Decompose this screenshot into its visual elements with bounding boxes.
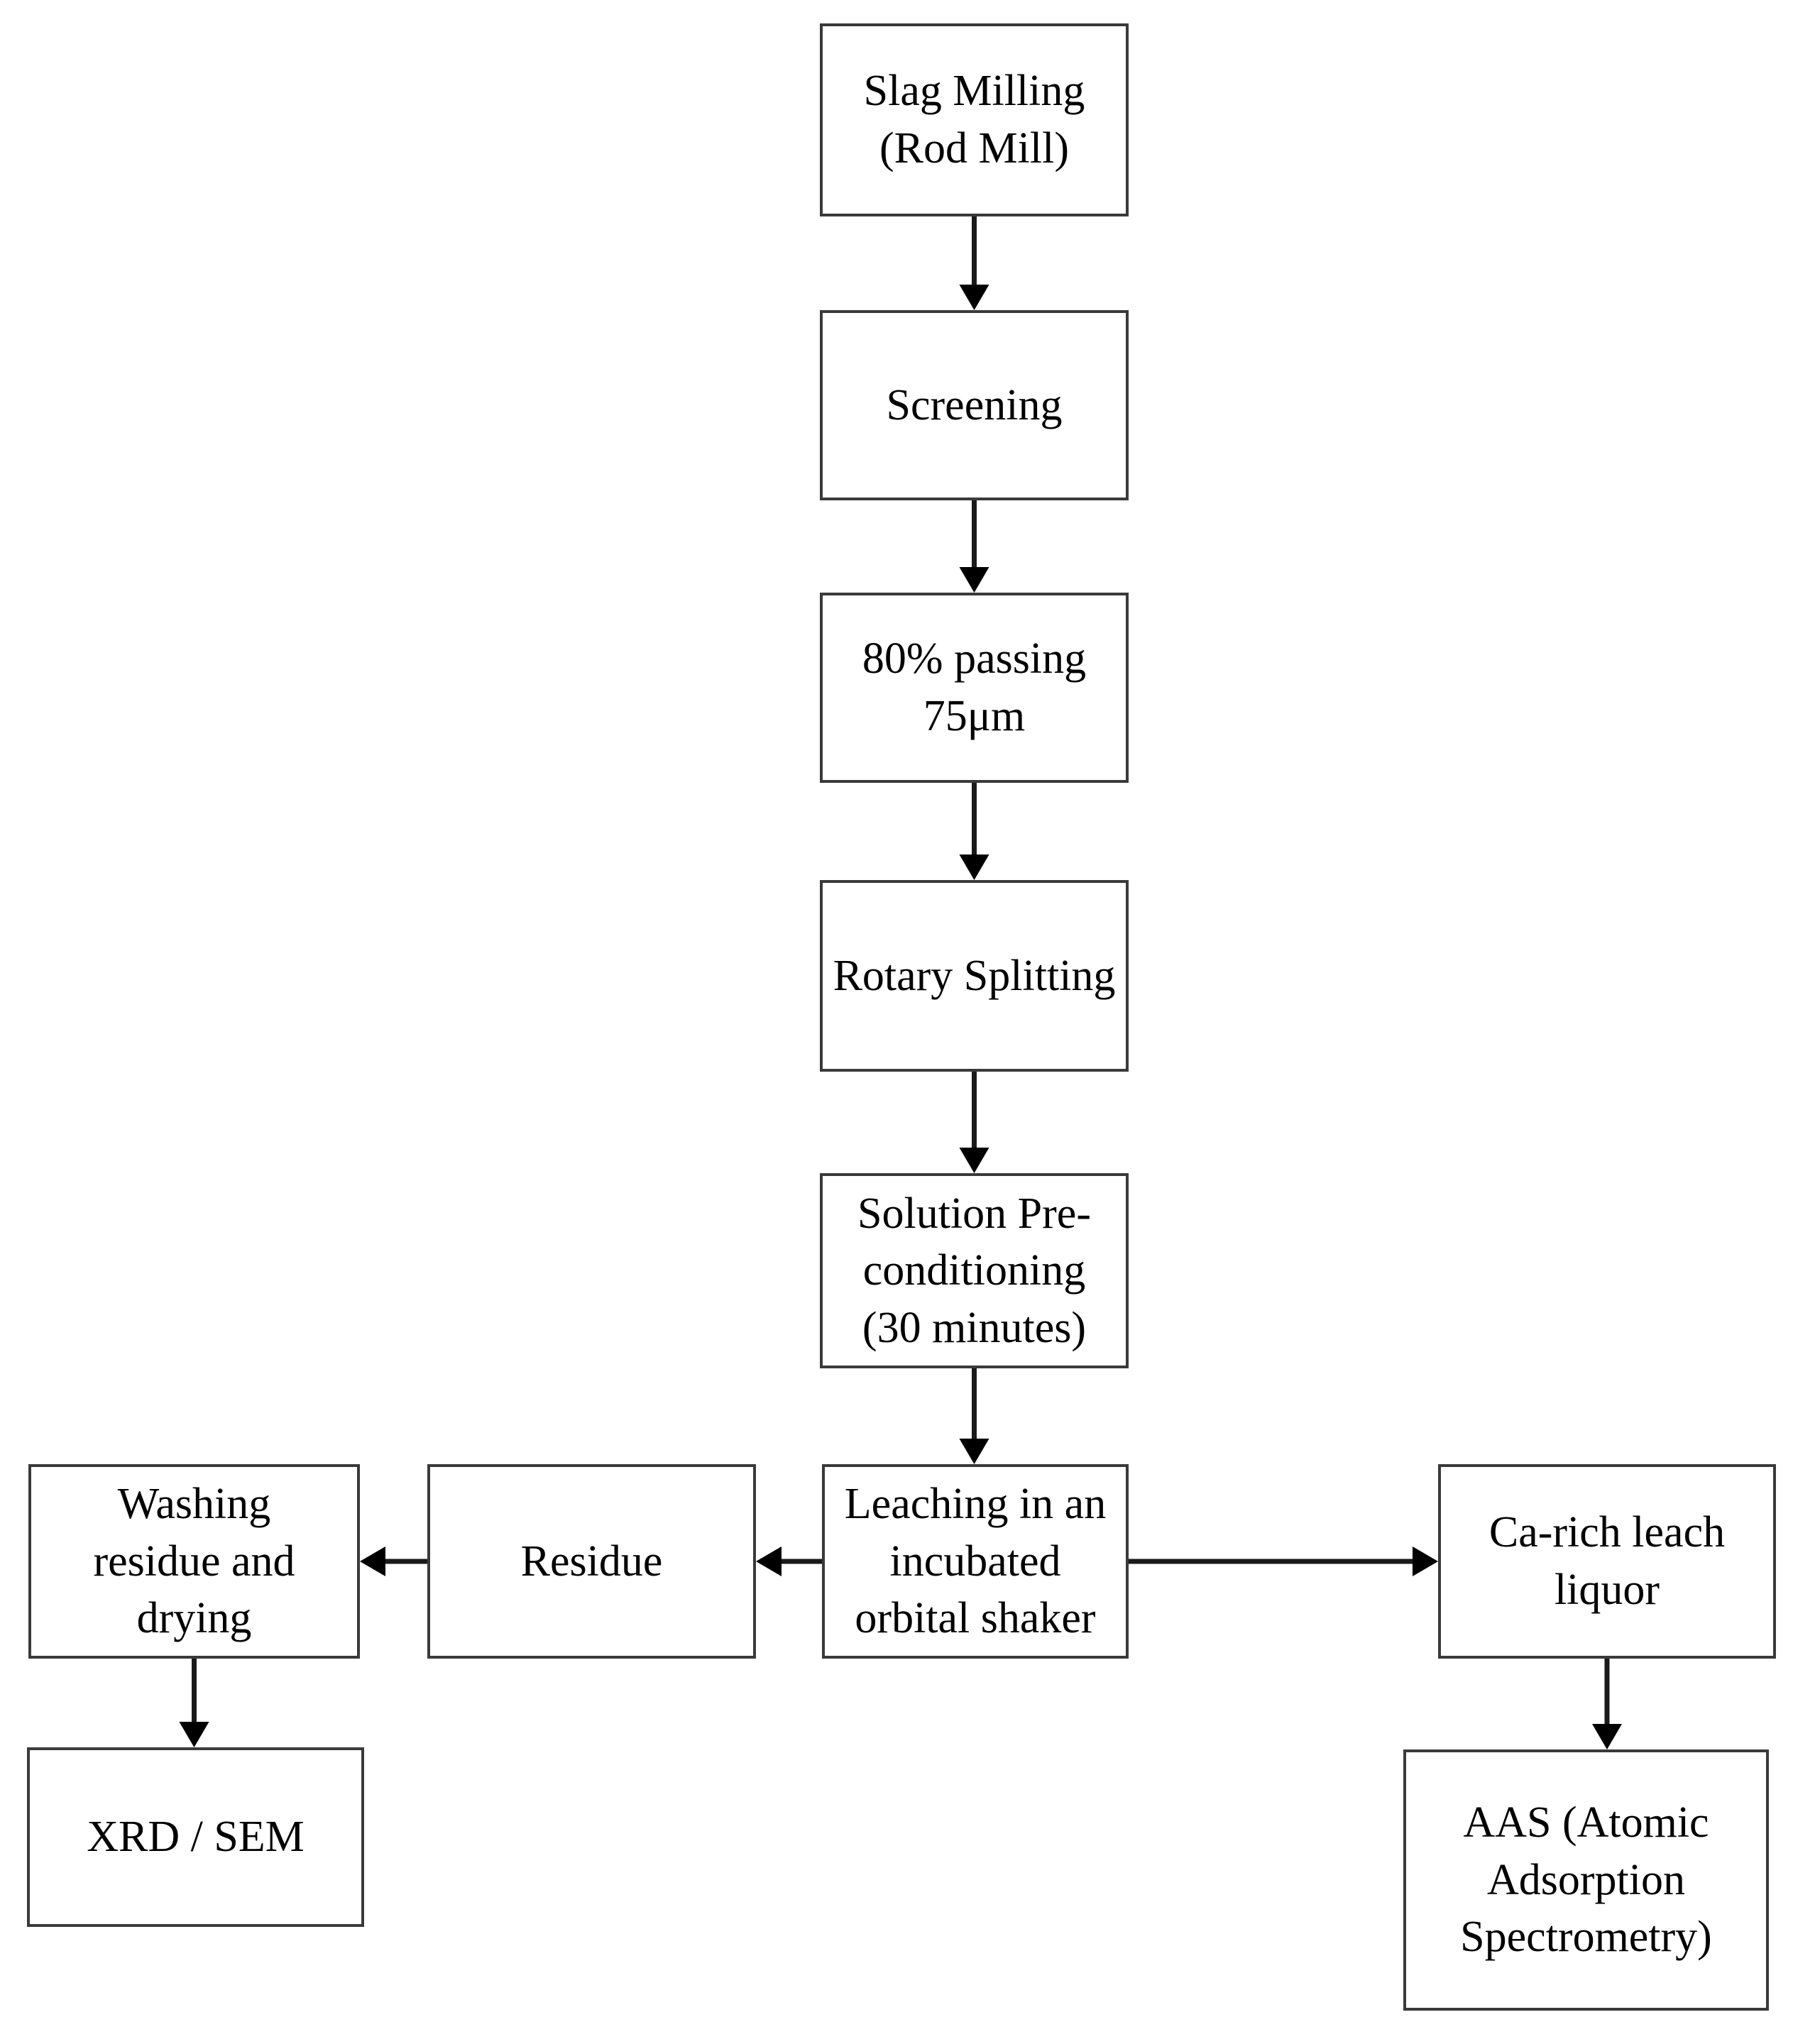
connector-residue-to-washing [360, 1546, 427, 1576]
connector-rotary-to-precond [959, 1072, 989, 1173]
connector-slag-to-screening [959, 216, 989, 310]
arrowhead-icon [1592, 1724, 1622, 1749]
arrowhead-icon [360, 1546, 385, 1576]
arrowhead-icon [959, 855, 989, 880]
node-aas[interactable]: AAS (Atomic Adsorption Spectrometry) [1403, 1749, 1769, 2011]
connector-washing-to-xrd [179, 1659, 209, 1747]
node-preconditioning[interactable]: Solution Pre- conditioning (30 minutes) [820, 1173, 1129, 1368]
connector-liquor-to-aas [1592, 1659, 1622, 1749]
node-washing[interactable]: Washing residue and drying [28, 1464, 360, 1659]
connector-precond-to-leaching [959, 1368, 989, 1464]
arrowhead-icon [179, 1722, 209, 1747]
arrowhead-icon [959, 567, 989, 593]
node-passing[interactable]: 80% passing 75μm [820, 593, 1129, 783]
node-residue[interactable]: Residue [427, 1464, 756, 1659]
arrowhead-icon [959, 285, 989, 310]
node-slag_milling[interactable]: Slag Milling (Rod Mill) [820, 23, 1129, 216]
connector-passing-to-rotary [959, 783, 989, 880]
arrowhead-icon [756, 1546, 782, 1576]
arrowhead-icon [1413, 1546, 1438, 1576]
node-screening[interactable]: Screening [820, 310, 1129, 500]
node-rotary_splitting[interactable]: Rotary Splitting [820, 880, 1129, 1072]
connector-leaching-to-liquor [1129, 1546, 1438, 1576]
connector-screening-to-passing [959, 500, 989, 593]
node-ca_rich_liquor[interactable]: Ca-rich leach liquor [1438, 1464, 1776, 1659]
arrowhead-icon [959, 1439, 989, 1464]
node-xrd_sem[interactable]: XRD / SEM [27, 1747, 364, 1927]
arrowhead-icon [959, 1148, 989, 1173]
connector-leaching-to-residue [756, 1546, 822, 1576]
node-leaching[interactable]: Leaching in an incubated orbital shaker [822, 1464, 1129, 1659]
